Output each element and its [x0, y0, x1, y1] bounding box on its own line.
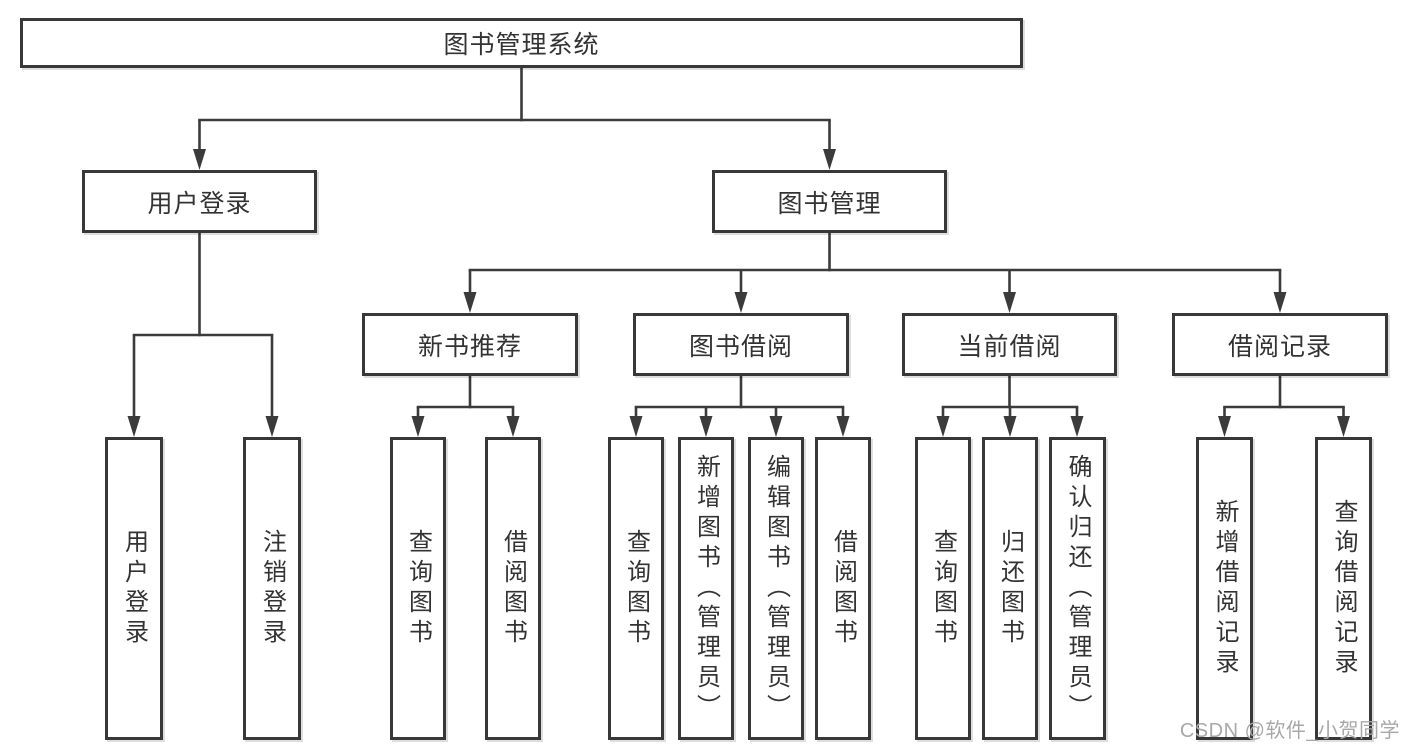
leaf-query-books-borrowing: 查询图书 [608, 437, 664, 740]
node-book-management: 图书管理 [712, 170, 947, 233]
leaf-confirm-return-admin: 确认归还（管理员） [1049, 437, 1106, 740]
leaf-user-login: 用户登录 [105, 437, 163, 740]
leaf-edit-books-admin: 编辑图书（管理员） [748, 437, 804, 740]
leaf-add-borrow-record: 新增借阅记录 [1196, 437, 1253, 740]
watermark: CSDN @软件_小贺同学 [1179, 720, 1400, 742]
node-borrowing-records: 借阅记录 [1172, 313, 1388, 376]
node-library-management-system: 图书管理系统 [20, 18, 1023, 68]
node-book-borrowing: 图书借阅 [633, 313, 849, 376]
node-user-login: 用户登录 [82, 170, 317, 233]
leaf-logout: 注销登录 [243, 437, 301, 740]
arrowheads [127, 149, 1350, 437]
leaf-query-books-current: 查询图书 [915, 437, 971, 740]
leaf-borrow-books-recommend: 借阅图书 [485, 437, 541, 740]
leaf-query-books-recommend: 查询图书 [390, 437, 446, 740]
node-new-book-recommendation: 新书推荐 [362, 313, 578, 376]
leaf-query-borrow-record: 查询借阅记录 [1315, 437, 1372, 740]
leaf-add-books-admin: 新增图书（管理员） [678, 437, 734, 740]
leaf-borrow-books-borrowing: 借阅图书 [815, 437, 871, 740]
node-current-borrowing: 当前借阅 [902, 313, 1117, 376]
leaf-return-books: 归还图书 [982, 437, 1038, 740]
